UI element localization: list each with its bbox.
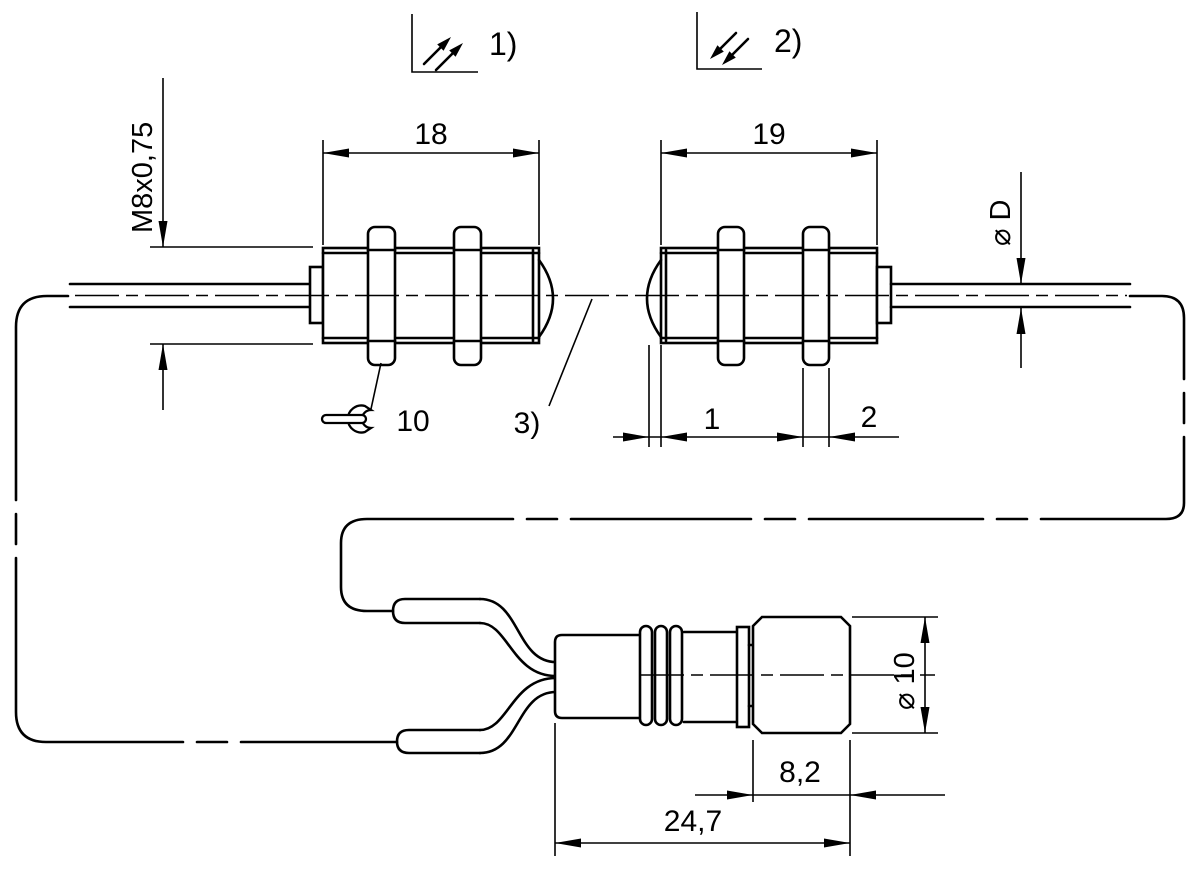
dim-arrowhead bbox=[158, 344, 168, 370]
dim-plug-diameter: ⌀ 10 bbox=[852, 616, 938, 734]
ray-arrowhead bbox=[722, 51, 736, 65]
corner-bracket bbox=[696, 12, 762, 70]
dim-arrowhead bbox=[824, 838, 850, 848]
dim-arrowhead bbox=[513, 148, 539, 158]
strain-relief-boot bbox=[553, 633, 640, 720]
dim-arrowhead bbox=[850, 790, 876, 800]
ray-arrowhead bbox=[449, 43, 463, 57]
receiver-symbol: 2) bbox=[696, 12, 802, 70]
dim-arrowhead bbox=[555, 838, 581, 848]
ray-arrowhead bbox=[437, 37, 451, 51]
connector-plug bbox=[391, 597, 935, 755]
dim-arrowhead bbox=[661, 432, 687, 442]
emitter-symbol-label: 1) bbox=[489, 26, 517, 62]
plug-flange bbox=[735, 625, 751, 729]
thread-spec-label: M8x0,75 bbox=[127, 122, 159, 233]
lens bbox=[645, 258, 663, 339]
dim-2-value: 2 bbox=[861, 401, 878, 434]
dim-8-2-value: 8,2 bbox=[779, 756, 821, 789]
emitter-symbol: 1) bbox=[411, 14, 517, 73]
leader-line bbox=[370, 362, 382, 410]
dim-19: 19 bbox=[660, 118, 878, 245]
cable-loop-left bbox=[14, 294, 399, 744]
wrench-callout: 10 bbox=[320, 362, 430, 438]
dim-arrowhead bbox=[777, 432, 803, 442]
cable-jacket-lower bbox=[395, 728, 482, 755]
dim-arrowhead bbox=[920, 617, 930, 643]
wrench-icon bbox=[320, 404, 375, 434]
dim-1-value: 1 bbox=[704, 403, 721, 436]
wrench-size-value: 10 bbox=[396, 405, 429, 438]
ray-arrowhead bbox=[710, 45, 724, 59]
note-3-label: 3) bbox=[514, 407, 541, 440]
dim-24-7-value: 24,7 bbox=[664, 805, 722, 838]
dim-arrowhead bbox=[851, 148, 877, 158]
dim-arrowhead bbox=[920, 707, 930, 733]
dim-18-value: 18 bbox=[414, 118, 447, 151]
dim-arrowhead bbox=[158, 221, 168, 247]
dim-1-and-2: 1 2 bbox=[613, 345, 899, 447]
dim-arrowhead bbox=[623, 432, 649, 442]
dim-arrowhead bbox=[661, 148, 687, 158]
lens bbox=[537, 258, 555, 339]
cable-loop-right bbox=[339, 294, 1186, 613]
dim-8-2: 8,2 bbox=[695, 740, 945, 856]
plug-barrel-fill bbox=[684, 632, 737, 722]
dim-arrowhead bbox=[829, 432, 855, 442]
dim-arrowhead bbox=[727, 790, 753, 800]
plug-diameter-label: ⌀ 10 bbox=[889, 652, 921, 710]
dim-18: 18 bbox=[322, 118, 540, 245]
leader-line bbox=[548, 298, 593, 407]
wrench-handle bbox=[320, 413, 368, 425]
dim-19-value: 19 bbox=[752, 118, 785, 151]
dim-24-7: 24,7 bbox=[554, 723, 850, 856]
dim-thread: M8x0,75 bbox=[127, 78, 313, 410]
receiver-symbol-label: 2) bbox=[774, 23, 802, 59]
dim-arrowhead bbox=[323, 148, 349, 158]
dim-cable-diameter: ⌀ D bbox=[985, 172, 1026, 368]
cable-jacket-upper bbox=[391, 597, 482, 625]
dim-arrowhead bbox=[1016, 308, 1026, 334]
cable-diameter-label: ⌀ D bbox=[985, 200, 1017, 246]
dim-arrowhead bbox=[1016, 258, 1026, 284]
note-3-callout: 3) bbox=[514, 298, 593, 440]
corner-bracket bbox=[411, 14, 478, 73]
